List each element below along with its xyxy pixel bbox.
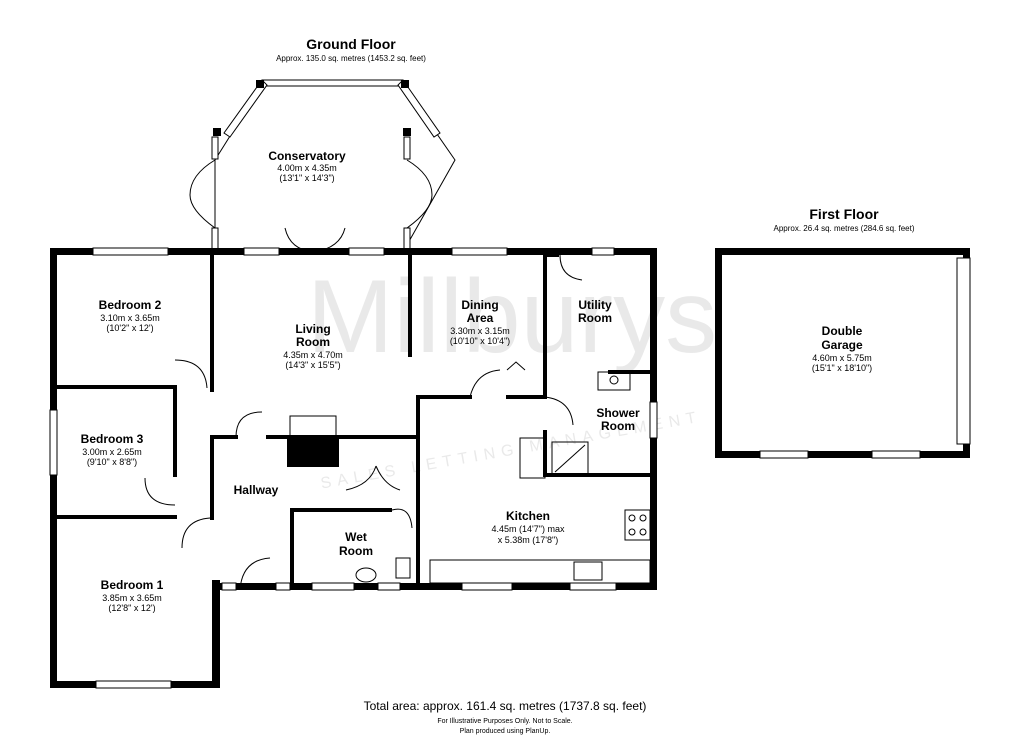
conservatory-dim-m: 4.00m x 4.35m <box>277 163 337 173</box>
garage-label-2: Garage <box>821 338 863 352</box>
shower-room-label-1: Shower <box>596 406 640 420</box>
kitchen-dim-1: 4.45m (14'7") max <box>492 524 565 534</box>
wet-room-label-2: Room <box>339 544 373 558</box>
fireplace <box>287 437 339 467</box>
kitchen-label: Kitchen <box>506 509 550 523</box>
bedroom2-dim-m: 3.10m x 3.65m <box>100 313 160 323</box>
fixtures <box>355 361 651 584</box>
first-floor-area: Approx. 26.4 sq. metres (284.6 sq. feet) <box>774 224 915 233</box>
conservatory-walls <box>189 79 456 253</box>
dining-area-dim-m: 3.30m x 3.15m <box>450 326 510 336</box>
living-room-dim-ft: (14'3" x 15'5") <box>285 360 340 370</box>
total-area: Total area: approx. 161.4 sq. metres (17… <box>364 699 647 713</box>
living-room-label-1: Living <box>295 322 330 336</box>
garage-label-1: Double <box>822 324 863 338</box>
bedroom2-label: Bedroom 2 <box>99 298 162 312</box>
living-room-label-2: Room <box>296 335 330 349</box>
dining-area-dim-ft: (10'10" x 10'4") <box>450 336 510 346</box>
utility-room-label-2: Room <box>578 311 612 325</box>
living-room-dim-m: 4.35m x 4.70m <box>283 350 343 360</box>
door-arcs <box>144 227 583 591</box>
house-outer-walls <box>49 247 658 689</box>
garage-dim-m: 4.60m x 5.75m <box>812 353 872 363</box>
bedroom2-dim-ft: (10'2" x 12') <box>106 323 153 333</box>
ground-floor-title: Ground Floor <box>306 36 396 52</box>
wet-room-label-1: Wet <box>345 530 367 544</box>
bedroom1-dim-m: 3.85m x 3.65m <box>102 593 162 603</box>
ground-floor-area: Approx. 135.0 sq. metres (1453.2 sq. fee… <box>276 54 426 63</box>
garage-walls <box>715 248 971 459</box>
bedroom3-dim-ft: (9'10" x 8'8") <box>87 457 137 467</box>
shower-room-label-2: Room <box>601 419 635 433</box>
disclaimer-note: For Illustrative Purposes Only. Not to S… <box>437 718 572 725</box>
planup-note: Plan produced using PlanUp. <box>460 728 551 735</box>
bedroom3-dim-m: 3.00m x 2.65m <box>82 447 142 457</box>
dining-area-label-2: Area <box>467 311 494 325</box>
watermark-tagline: SALES LETTING MANAGEMENT <box>319 409 703 493</box>
utility-room-label-1: Utility <box>578 298 612 312</box>
bedroom1-dim-ft: (12'8" x 12') <box>108 603 155 613</box>
bedroom3-label: Bedroom 3 <box>81 432 144 446</box>
hallway-label: Hallway <box>234 483 279 497</box>
watermark-brand: Millburys <box>307 259 717 375</box>
conservatory-dim-ft: (13'1" x 14'3") <box>279 173 334 183</box>
bedroom1-label: Bedroom 1 <box>101 578 164 592</box>
first-floor-title: First Floor <box>809 206 879 222</box>
garage-dim-ft: (15'1" x 18'10") <box>812 363 872 373</box>
dining-area-label-1: Dining <box>461 298 498 312</box>
conservatory-label: Conservatory <box>268 149 346 163</box>
kitchen-dim-2: x 5.38m (17'8") <box>498 535 558 545</box>
